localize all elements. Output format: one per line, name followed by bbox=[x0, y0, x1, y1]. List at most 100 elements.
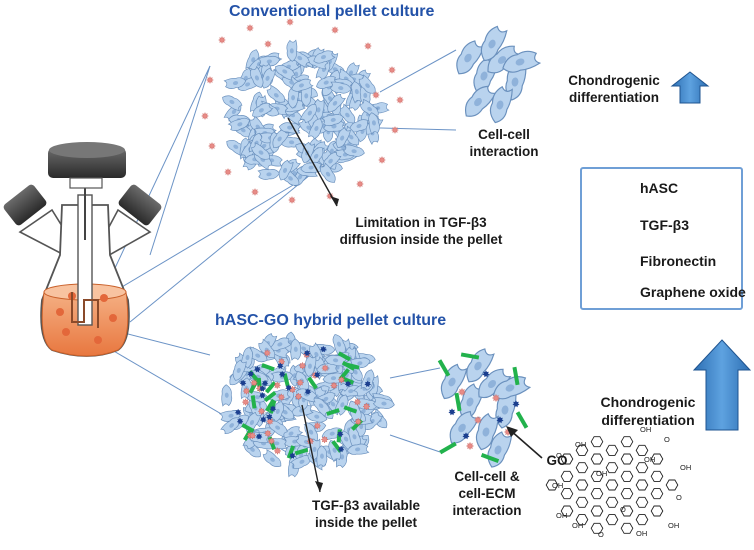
graphene-bar bbox=[437, 359, 451, 377]
graphene-bar bbox=[307, 376, 318, 390]
fibronectin-dot bbox=[259, 385, 266, 392]
cell-icon bbox=[335, 127, 351, 149]
cell-icon bbox=[319, 162, 336, 183]
graphene-hexagon bbox=[560, 488, 574, 500]
graphene-bar bbox=[454, 392, 462, 412]
cell-icon bbox=[449, 410, 480, 444]
fibronectin-dot bbox=[278, 370, 286, 378]
graphene-hexagon bbox=[620, 522, 634, 534]
available-line-1: TGF-β3 available bbox=[311, 498, 421, 513]
graphene-hexagon bbox=[590, 470, 604, 482]
cell-icon bbox=[359, 98, 379, 117]
fibronectin-dot bbox=[344, 380, 352, 387]
functional-group-label: OH bbox=[556, 511, 567, 520]
connector-line bbox=[389, 367, 441, 379]
fibronectin-dot bbox=[285, 384, 292, 391]
cell-icon bbox=[250, 65, 264, 88]
limitation-line-1: Limitation in TGF-β3 bbox=[355, 215, 487, 230]
tgf-dot bbox=[286, 18, 294, 26]
tgf-dot bbox=[465, 441, 475, 451]
connector-line bbox=[99, 174, 311, 301]
cell-icon bbox=[492, 376, 532, 400]
graphene-bar bbox=[261, 363, 275, 372]
cell-icon bbox=[269, 337, 293, 351]
cell-icon bbox=[475, 412, 499, 451]
cell-icon bbox=[251, 142, 271, 160]
graphene-hexagon bbox=[635, 479, 649, 491]
cell-icon bbox=[372, 397, 395, 410]
tgf-dot bbox=[372, 91, 380, 99]
fibronectin-dot bbox=[255, 433, 263, 440]
tgf-dot bbox=[267, 437, 276, 445]
cell-icon bbox=[313, 50, 336, 64]
graphene-hexagon bbox=[560, 470, 574, 482]
chondro-top-line-1: Chondrogenic bbox=[568, 73, 660, 88]
tgf-dot bbox=[251, 188, 259, 196]
graphene-hexagon bbox=[545, 479, 559, 491]
chondro-bottom-line-1: Chondrogenic bbox=[600, 394, 696, 410]
graphene-hexagon bbox=[590, 488, 604, 500]
functional-group-label: OH bbox=[636, 529, 647, 538]
fibronectin-dot bbox=[276, 362, 284, 369]
graphene-hexagon bbox=[605, 462, 619, 474]
graphene-bar bbox=[515, 411, 529, 429]
tgf-dot bbox=[330, 381, 338, 390]
cell-icon bbox=[299, 103, 317, 124]
cell-icon bbox=[261, 67, 277, 89]
cell-icon bbox=[348, 426, 361, 449]
fibronectin-dot bbox=[234, 408, 242, 416]
cell-icon bbox=[456, 40, 485, 75]
cell-icon bbox=[459, 383, 485, 420]
graphene-hexagon bbox=[650, 453, 664, 465]
graphene-hexagon bbox=[665, 479, 679, 491]
tgf-dot bbox=[362, 402, 371, 411]
cell-icon bbox=[223, 77, 247, 89]
tgf-dot bbox=[491, 393, 501, 403]
graphene-hexagon bbox=[650, 470, 664, 482]
tgf-dot bbox=[296, 378, 305, 387]
graphene-hexagon bbox=[635, 514, 649, 526]
graphene-hexagon bbox=[650, 488, 664, 500]
graphene-bar bbox=[250, 395, 257, 409]
tgf-dot bbox=[473, 415, 483, 425]
graphene-hexagon bbox=[620, 453, 634, 465]
cell-icon bbox=[232, 359, 247, 381]
fibronectin-dot bbox=[247, 370, 255, 377]
fibronectin-dot bbox=[482, 370, 490, 378]
connector-line bbox=[379, 127, 457, 131]
connector-line bbox=[389, 434, 441, 453]
tgf-dot bbox=[206, 76, 214, 84]
small-up-arrow-icon bbox=[670, 71, 710, 104]
fibronectin-dot bbox=[304, 388, 312, 395]
functional-group-label: OH bbox=[644, 455, 655, 464]
graphene-bar bbox=[341, 360, 356, 371]
cell-icon bbox=[343, 144, 365, 157]
graphene-hexagon bbox=[635, 496, 649, 508]
graphene-hexagon bbox=[575, 444, 589, 456]
graphene-hexagon bbox=[575, 496, 589, 508]
functional-group-label: O bbox=[598, 530, 604, 539]
tgf-dot bbox=[288, 196, 296, 204]
connector-line bbox=[99, 65, 211, 301]
functional-group-label: OH bbox=[680, 463, 691, 472]
graphene-hexagon bbox=[575, 479, 589, 491]
tgf-dot bbox=[396, 96, 404, 104]
cell-icon bbox=[227, 117, 250, 131]
graphene-hexagon bbox=[650, 505, 664, 517]
cell-icon bbox=[290, 338, 302, 361]
fibronectin-dot bbox=[259, 416, 267, 423]
tgf-dot bbox=[353, 398, 362, 406]
tgf-dot bbox=[208, 142, 216, 150]
cell-icon bbox=[313, 397, 330, 418]
graphene-hexagon bbox=[590, 505, 604, 517]
graphene-bar bbox=[294, 447, 309, 456]
conventional-pellet bbox=[201, 18, 404, 204]
tgf-dot bbox=[298, 361, 307, 370]
graphene-bar bbox=[264, 381, 277, 394]
graphene-hexagon bbox=[605, 514, 619, 526]
functional-group-label: OH bbox=[552, 481, 563, 490]
fibronectin-dot bbox=[364, 380, 372, 388]
legend-label-tgf: TGF-β3 bbox=[640, 217, 689, 233]
cell-icon bbox=[220, 417, 240, 435]
